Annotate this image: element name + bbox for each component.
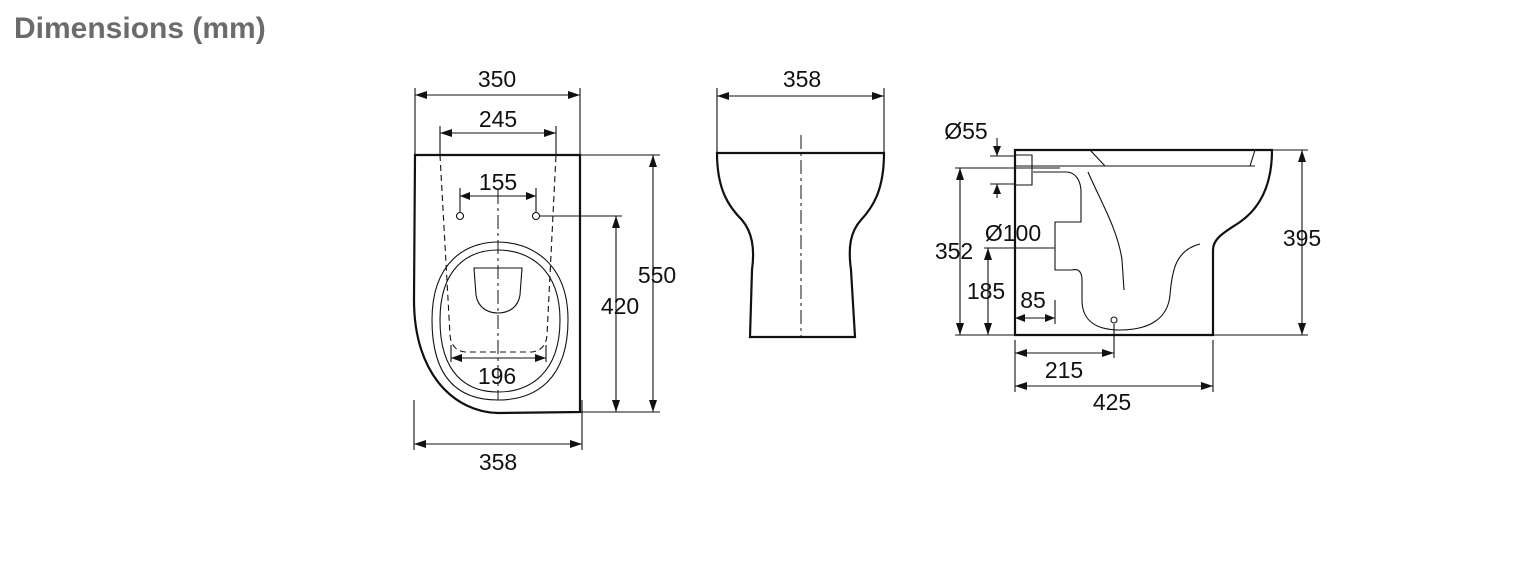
label-outlet-diameter: Ø100 [985,220,1041,246]
side-view-inlet-spigot [1015,154,1033,186]
label-fixing-centres: 155 [479,169,517,195]
label-outlet-projection: 85 [1020,287,1046,313]
label-fixing-to-front: 420 [601,293,639,319]
fixing-hole-right-icon [531,211,541,221]
front-view: 358 [715,66,886,339]
label-front-overall-width: 358 [783,66,821,92]
label-top-base-width: 358 [479,449,517,475]
label-inlet-diameter: Ø55 [944,118,987,144]
front-view-outline [715,151,886,339]
label-bowl-width: 196 [478,363,516,389]
top-view: 350 245 155 196 420 550 358 [412,66,676,475]
fixing-hole-left-icon [455,211,465,221]
waste-centre-icon [1110,316,1118,324]
side-view-rim-detail [1089,149,1256,167]
label-side-overall-height: 395 [1283,225,1321,251]
label-waste-centre: 215 [1045,357,1083,383]
side-view-trap [1033,171,1201,331]
side-view-bowl-wall [1087,171,1125,291]
top-view-bowl-dashed [439,154,557,353]
page-title: Dimensions (mm) [14,12,266,45]
top-view-outline [412,153,582,415]
label-top-overall-depth: 550 [638,262,676,288]
label-outlet-centre-height: 185 [967,278,1005,304]
label-side-overall-depth: 425 [1093,389,1131,415]
label-top-overall-width: 350 [478,66,516,92]
top-view-outlet-slot [473,267,523,314]
label-rim-width: 245 [479,106,517,132]
side-view-outline [1013,148,1274,337]
label-outlet-height: 352 [935,238,973,264]
side-view: Ø55 Ø100 352 185 85 395 215 425 [935,118,1321,415]
